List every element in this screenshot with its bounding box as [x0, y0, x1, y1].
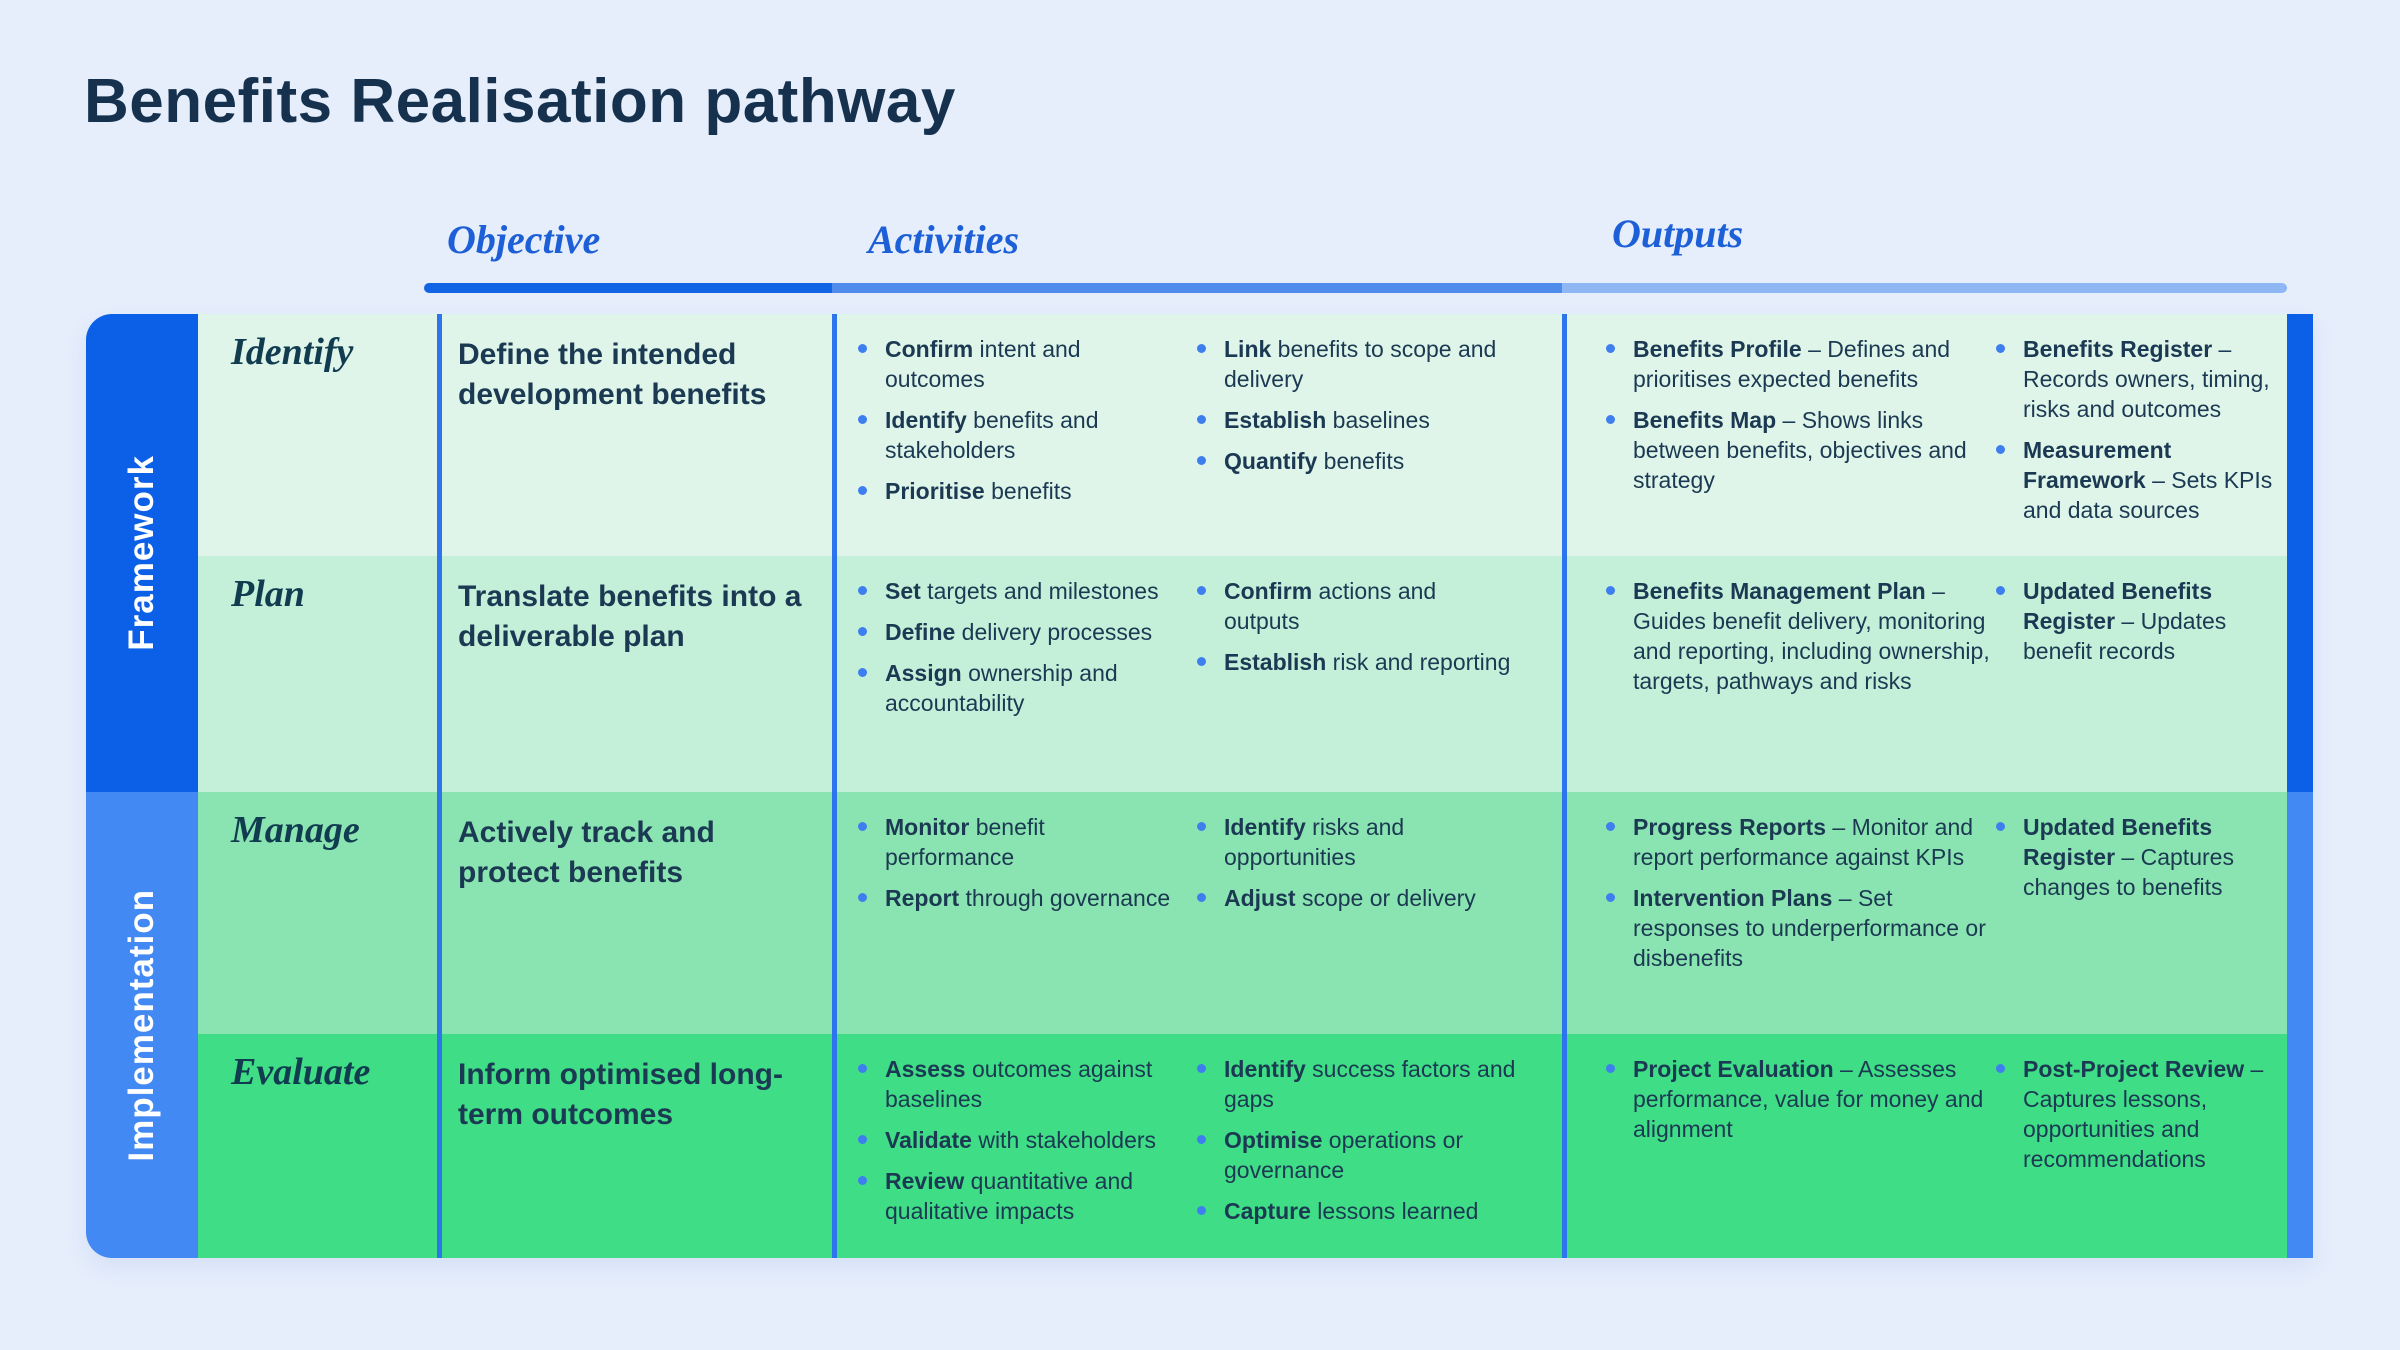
- pathway-rows: Identify Define the intended development…: [198, 314, 2287, 1258]
- outputs-cell-manage: Progress Reports – Monitor and report pe…: [1567, 792, 2287, 1034]
- row-identify: Identify Define the intended development…: [198, 314, 2287, 556]
- outputs-list-secondary: Updated Benefits Register – Captures cha…: [1987, 812, 2279, 913]
- bullet-item: Confirm actions and outputs: [1188, 576, 1518, 636]
- bullet-item: Optimise operations or governance: [1188, 1125, 1518, 1185]
- bullet-item: Identify benefits and stakeholders: [849, 405, 1174, 465]
- group-bar-implementation: Implementation: [86, 792, 198, 1258]
- column-divider: [1562, 792, 1567, 1034]
- bullet-item: Link benefits to scope and delivery: [1188, 334, 1518, 394]
- column-divider: [437, 792, 442, 1034]
- bullet-item: Identify risks and opportunities: [1188, 812, 1518, 872]
- outputs-list-primary: Benefits Profile – Defines and prioritis…: [1597, 334, 1999, 506]
- bullet-item: Prioritise benefits: [849, 476, 1174, 506]
- bullet-item: Define delivery processes: [849, 617, 1174, 647]
- bullet-item: Benefits Management Plan – Guides benefi…: [1597, 576, 1999, 696]
- pathway-table: Framework Implementation Identify Define…: [86, 314, 2313, 1258]
- column-header-outputs: Outputs: [1612, 211, 1744, 256]
- group-bar-framework: Framework: [86, 314, 198, 792]
- bullet-item: Report through governance: [849, 883, 1174, 913]
- outputs-underline-segment: [1562, 283, 2287, 293]
- objective-cell-manage: Actively track and protect benefits: [458, 816, 715, 889]
- bullet-item: Benefits Register – Records owners, timi…: [1987, 334, 2279, 424]
- bullet-item: Assess outcomes against baselines: [849, 1054, 1174, 1114]
- bullet-item: Intervention Plans – Set responses to un…: [1597, 883, 1999, 973]
- objective-cell-plan: Translate benefits into a deliverable pl…: [458, 580, 802, 653]
- column-divider: [832, 314, 837, 556]
- phase-label-evaluate: Evaluate: [231, 1051, 371, 1093]
- column-divider: [437, 314, 442, 556]
- column-header-activities: Activities: [868, 217, 1020, 262]
- bullet-item: Establish risk and reporting: [1188, 647, 1518, 677]
- objective-underline-segment: [424, 283, 832, 293]
- bullet-item: Progress Reports – Monitor and report pe…: [1597, 812, 1999, 872]
- page-title: Benefits Realisation pathway: [84, 67, 956, 136]
- bullet-item: Establish baselines: [1188, 405, 1518, 435]
- column-divider: [1562, 556, 1567, 792]
- bullet-item: Benefits Profile – Defines and prioritis…: [1597, 334, 1999, 394]
- outputs-list-primary: Project Evaluation – Assesses performanc…: [1597, 1054, 1999, 1155]
- phase-label-plan: Plan: [231, 573, 305, 615]
- column-divider: [832, 792, 837, 1034]
- bullet-item: Adjust scope or delivery: [1188, 883, 1518, 913]
- bullet-item: Monitor benefit performance: [849, 812, 1174, 872]
- bullet-item: Review quantitative and qualitative impa…: [849, 1166, 1174, 1226]
- row-plan: Plan Translate benefits into a deliverab…: [198, 556, 2287, 792]
- outputs-list-secondary: Post-Project Review – Captures lessons, …: [1987, 1054, 2279, 1185]
- column-divider: [437, 556, 442, 792]
- outputs-cell-identify: Benefits Profile – Defines and prioritis…: [1567, 314, 2287, 556]
- column-header-objective: Objective: [447, 217, 601, 262]
- column-divider: [1562, 1034, 1567, 1258]
- phase-label-manage: Manage: [231, 809, 360, 851]
- bullet-item: Assign ownership and accountability: [849, 658, 1174, 718]
- right-edge-framework: [2287, 314, 2313, 792]
- row-evaluate: Evaluate Inform optimised long-term outc…: [198, 1034, 2287, 1258]
- bullet-item: Confirm intent and outcomes: [849, 334, 1174, 394]
- column-divider: [437, 1034, 442, 1258]
- column-divider: [1562, 314, 1567, 556]
- outputs-list-primary: Progress Reports – Monitor and report pe…: [1597, 812, 1999, 984]
- outputs-cell-evaluate: Project Evaluation – Assesses performanc…: [1567, 1034, 2287, 1258]
- bullet-item: Project Evaluation – Assesses performanc…: [1597, 1054, 1999, 1144]
- bullet-item: Updated Benefits Register – Captures cha…: [1987, 812, 2279, 902]
- bullet-item: Updated Benefits Register – Updates bene…: [1987, 576, 2279, 666]
- outputs-list-primary: Benefits Management Plan – Guides benefi…: [1597, 576, 1999, 707]
- row-manage: Manage Actively track and protect benefi…: [198, 792, 2287, 1034]
- activities-underline-segment: [832, 283, 1562, 293]
- group-label-framework: Framework: [122, 455, 161, 651]
- bullet-item: Quantify benefits: [1188, 446, 1518, 476]
- column-divider: [832, 556, 837, 792]
- right-edge-implementation: [2287, 792, 2313, 1258]
- phase-label-identify: Identify: [231, 331, 354, 373]
- header-underline-bar: [424, 283, 2287, 293]
- bullet-item: Measurement Framework – Sets KPIs and da…: [1987, 435, 2279, 525]
- outputs-cell-plan: Benefits Management Plan – Guides benefi…: [1567, 556, 2287, 792]
- bullet-item: Capture lessons learned: [1188, 1196, 1518, 1226]
- outputs-list-secondary: Benefits Register – Records owners, timi…: [1987, 334, 2279, 536]
- bullet-item: Validate with stakeholders: [849, 1125, 1174, 1155]
- bullet-item: Post-Project Review – Captures lessons, …: [1987, 1054, 2279, 1174]
- objective-cell-identify: Define the intended development benefits: [458, 338, 767, 411]
- outputs-list-secondary: Updated Benefits Register – Updates bene…: [1987, 576, 2279, 677]
- bullet-item: Identify success factors and gaps: [1188, 1054, 1518, 1114]
- bullet-item: Benefits Map – Shows links between benef…: [1597, 405, 1999, 495]
- group-label-implementation: Implementation: [122, 888, 161, 1162]
- column-divider: [832, 1034, 837, 1258]
- bullet-item: Set targets and milestones: [849, 576, 1174, 606]
- objective-cell-evaluate: Inform optimised long-term outcomes: [458, 1058, 783, 1131]
